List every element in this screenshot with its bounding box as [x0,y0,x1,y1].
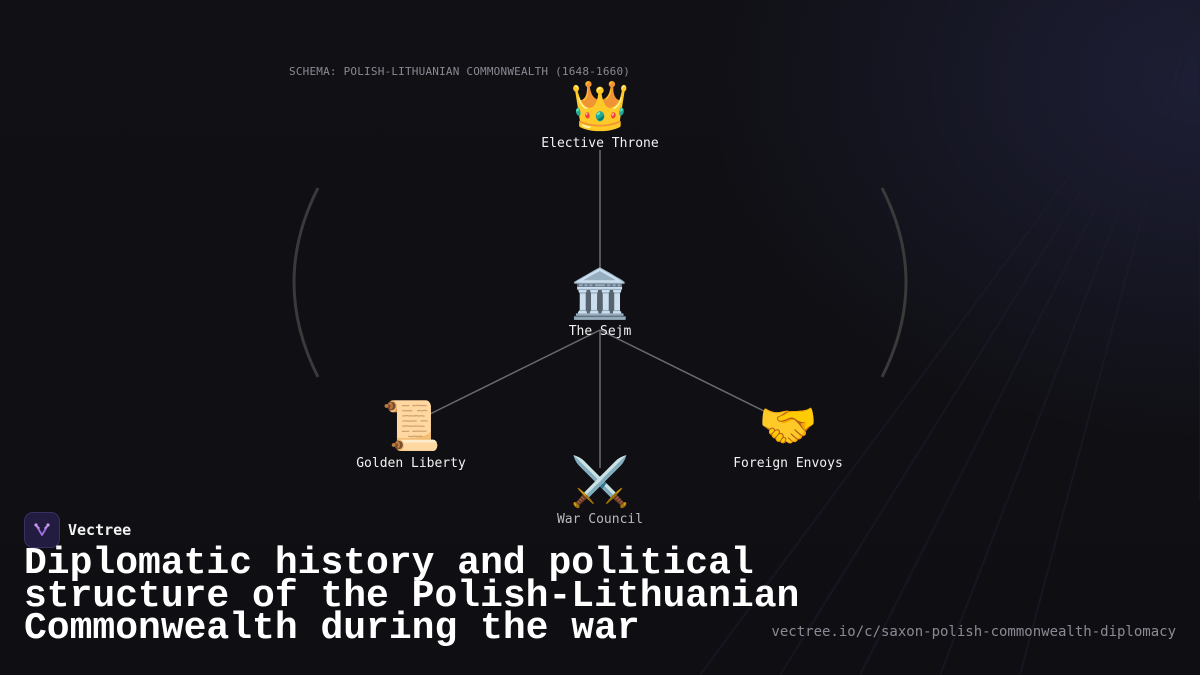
crossed-swords-icon: ⚔️ [570,454,630,510]
vectree-logo-icon [24,512,60,548]
node-war-council[interactable]: ⚔️ War Council [557,456,643,527]
node-label: Golden Liberty [356,456,466,471]
brand[interactable]: Vectree [24,512,131,548]
node-golden-liberty[interactable]: 📜 Golden Liberty [356,400,466,471]
node-label: War Council [556,512,644,527]
page-title: Diplomatic history and political structu… [24,542,800,650]
scroll-icon: 📜 [381,398,441,454]
node-the-sejm[interactable]: 🏛️ The Sejm [569,268,632,339]
handshake-icon: 🤝 [758,398,818,454]
edge-sejm-liberty [427,329,601,416]
brand-name: Vectree [68,521,132,539]
node-label: The Sejm [568,324,632,339]
edge-sejm-envoys [599,329,773,416]
schema-label: SCHEMA: POLISH-LITHUANIAN COMMONWEALTH (… [289,65,631,78]
crown-icon: 👑 [570,78,630,134]
classical-building-icon: 🏛️ [570,266,630,322]
left-bracket [292,187,320,378]
node-foreign-envoys[interactable]: 🤝 Foreign Envoys [733,400,843,471]
page-url[interactable]: vectree.io/c/saxon-polish-commonwealth-d… [771,624,1176,640]
right-bracket [880,187,908,378]
node-label: Elective Throne [541,136,659,151]
node-label: Foreign Envoys [733,456,843,471]
node-elective-throne[interactable]: 👑 Elective Throne [541,80,658,151]
